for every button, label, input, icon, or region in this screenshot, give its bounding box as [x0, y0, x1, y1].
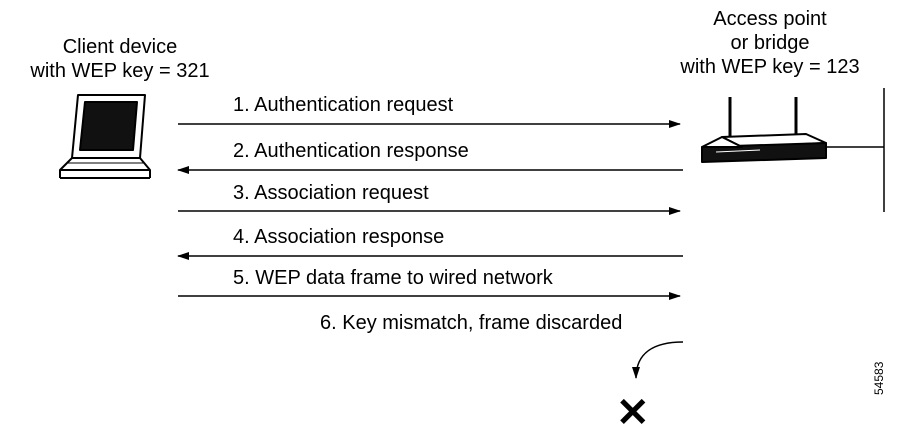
wired-network-line: [826, 88, 885, 212]
step-3-label: 3. Association request: [233, 182, 429, 204]
access-point-label: Access point or bridge with WEP key = 12…: [650, 7, 890, 79]
client-label-line2: with WEP key = 321: [30, 60, 210, 82]
client-label: Client device with WEP key = 321: [0, 35, 240, 83]
arrow-step-6-discard: [632, 341, 684, 379]
access-point-icon: [701, 97, 827, 163]
step-6-label: 6. Key mismatch, frame discarded: [320, 312, 623, 334]
step-4-label: 4. Association response: [233, 226, 445, 248]
laptop-icon: [59, 94, 151, 179]
access-point-label-line3: with WEP key = 123: [680, 56, 860, 78]
step-2-label: 2. Authentication response: [233, 140, 469, 162]
step-1-label: 1. Authentication request: [233, 94, 454, 116]
discard-x-icon: ✕: [616, 391, 650, 435]
figure-id: 54583: [872, 361, 886, 395]
access-point-label-line1: Access point: [713, 8, 827, 30]
step-5-label: 5. WEP data frame to wired network: [233, 267, 553, 289]
client-label-line1: Client device: [62, 36, 178, 58]
access-point-label-line2: or bridge: [730, 32, 810, 54]
